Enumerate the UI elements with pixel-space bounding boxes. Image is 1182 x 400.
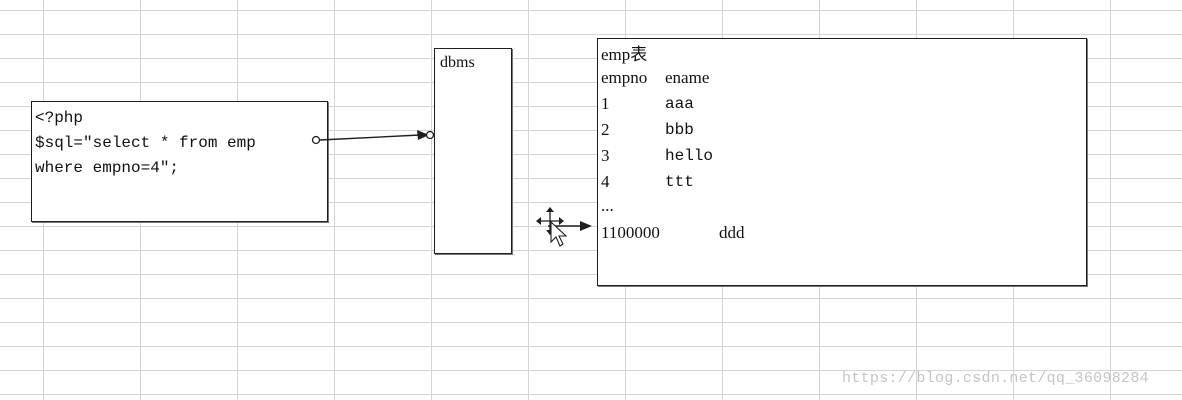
grid-row-line: [0, 58, 1182, 59]
emp-table-title: emp表: [601, 45, 648, 64]
php-connector-start-dot[interactable]: [311, 135, 321, 145]
grid-column-line: [431, 0, 432, 400]
grid-column-line: [1110, 0, 1111, 400]
last-row-empno: 1100000: [601, 223, 660, 242]
php-code-box[interactable]: <?php $sql="select * from emp where empn…: [31, 101, 328, 222]
header-ename: ename: [665, 68, 710, 87]
grid-row-line: [0, 10, 1182, 11]
row-2-ename: bbb: [665, 121, 694, 139]
grid-row-line: [0, 346, 1182, 347]
grid-row-line: [0, 370, 1182, 371]
grid-row-line: [0, 178, 1182, 179]
header-empno: empno: [601, 68, 648, 87]
row-4-ename: ttt: [665, 173, 694, 191]
row-1-ename: aaa: [665, 95, 694, 113]
grid-row-line: [0, 394, 1182, 395]
dbms-label: dbms: [440, 54, 475, 71]
move-cursor-icon: [536, 207, 568, 247]
grid-row-line: [0, 130, 1182, 131]
grid-row-line: [0, 298, 1182, 299]
grid-row-line: [0, 274, 1182, 275]
grid-row-line: [0, 34, 1182, 35]
watermark-url: https://blog.csdn.net/qq_36098284: [842, 370, 1149, 387]
row-4-empno: 4: [601, 172, 610, 191]
grid-row-line: [0, 226, 1182, 227]
php-open-tag: <?php: [35, 109, 84, 127]
grid-row-line: [0, 202, 1182, 203]
row-2-empno: 2: [601, 120, 610, 139]
grid-row-line: [0, 250, 1182, 251]
row-3-ename: hello: [665, 147, 714, 165]
grid-row-line: [0, 82, 1182, 83]
dbms-box[interactable]: dbms: [434, 48, 512, 254]
php-where-line: where empno=4";: [35, 159, 180, 177]
php-to-dbms-arrowhead: [417, 130, 429, 140]
dbms-to-emp-arrowhead: [580, 221, 592, 231]
grid-row-line: [0, 322, 1182, 323]
grid-column-line: [528, 0, 529, 400]
grid-row-line: [0, 106, 1182, 107]
rows-ellipsis: ...: [601, 196, 614, 215]
grid-column-line: [334, 0, 335, 400]
php-to-dbms-arrow-line: [319, 134, 421, 141]
last-row-ename: ddd: [719, 223, 745, 242]
php-sql-line: $sql="select * from emp: [35, 134, 256, 152]
row-1-empno: 1: [601, 94, 610, 113]
emp-table-box[interactable]: emp表 empno ename 1 aaa 2 bbb 3 hello 4 t…: [597, 38, 1087, 286]
dbms-connector-end-dot[interactable]: [425, 130, 435, 140]
grid-row-line: [0, 154, 1182, 155]
row-3-empno: 3: [601, 146, 610, 165]
